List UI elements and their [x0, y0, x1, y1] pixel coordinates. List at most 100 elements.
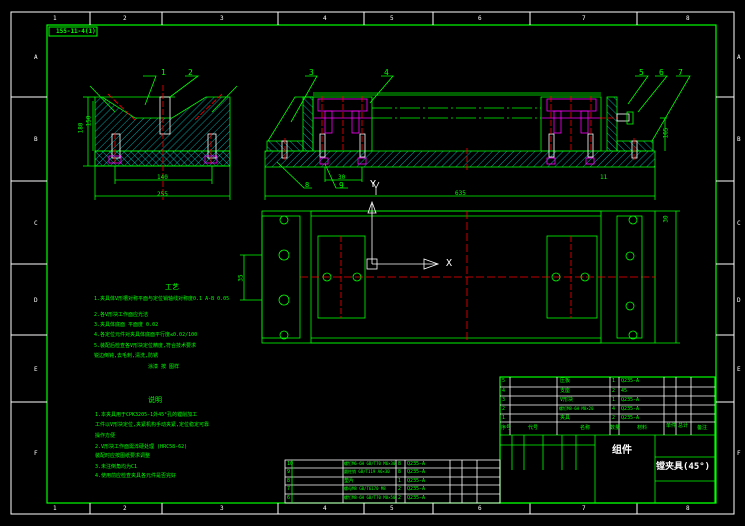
- dim-front-small: 11: [600, 174, 608, 181]
- notes-title: 说明: [148, 396, 162, 404]
- part-qty: 8: [398, 469, 402, 475]
- zone-col-4: 4: [323, 15, 327, 22]
- part-material: Q235-A: [407, 469, 426, 475]
- header-cell: 数量: [610, 425, 621, 431]
- zone-row-f: F: [34, 450, 38, 457]
- part-name: 压板: [560, 378, 571, 384]
- balloon-6: 6: [659, 68, 664, 77]
- balloon-1: 1: [161, 68, 166, 77]
- zone-row-b: B: [34, 136, 38, 143]
- part-material: Q235-A: [621, 415, 640, 421]
- header-cell: 总计: [678, 423, 689, 429]
- balloon-8: 8: [305, 181, 310, 189]
- note-line: 装配时应按图纸要求调整: [95, 453, 151, 459]
- dim-front-pitch: 30: [338, 174, 346, 181]
- part-name: 螺钉M8-6H M8×20: [559, 406, 594, 411]
- part-no: 7: [287, 486, 291, 492]
- x-axis-label: X: [446, 258, 453, 269]
- part-qty: 2: [398, 495, 402, 501]
- part-no: 2: [502, 406, 506, 412]
- part-material: Q235-A: [407, 478, 426, 484]
- balloon-7: 7: [678, 68, 683, 77]
- header-cell: 名称: [580, 425, 591, 431]
- balloon-5: 5: [639, 68, 644, 77]
- tech-line: 5.装配后检查各V形块定位精度,符合技术要求: [94, 343, 197, 349]
- tech-title: 工艺: [165, 283, 179, 291]
- zone-col-4-bottom: 4: [323, 505, 327, 512]
- front-view: [264, 75, 691, 200]
- balloon-3: 3: [309, 68, 314, 77]
- tech-line: 锐边倒钝,去毛刺,清洗,防锈: [94, 353, 159, 359]
- zone-col-1-bottom: 1: [53, 505, 57, 512]
- zone-col-3: 3: [220, 15, 224, 22]
- header-cell: 代号: [528, 425, 539, 431]
- part-no: 3: [502, 397, 506, 403]
- top-view: [240, 200, 680, 344]
- dim-top-height-2: 30: [662, 215, 670, 223]
- zone-col-2-bottom: 2: [123, 505, 127, 512]
- header-cell: 备注: [697, 425, 708, 431]
- part-qty: 2: [612, 415, 616, 421]
- tech-line: 4.各定位元件对夹具体底面平行度≤0.02/100: [94, 332, 198, 338]
- part-material: Q235-A: [407, 461, 426, 467]
- balloon-4: 4: [384, 68, 389, 77]
- part-material: Q235-A: [407, 486, 426, 492]
- zone-row-a: A: [34, 54, 38, 61]
- part-name: 垫片: [344, 478, 355, 484]
- title-block-lines: [284, 376, 716, 504]
- part-name: 螺母M8 GB/T6170 M8: [344, 486, 386, 491]
- zone-col-1: 1: [53, 15, 57, 22]
- part-qty: 1: [612, 397, 616, 403]
- part-no: 4: [502, 388, 506, 394]
- header-cell: 单件: [666, 423, 677, 429]
- part-qty: 2: [612, 388, 616, 394]
- dim-front-height: 165: [662, 127, 670, 139]
- zone-col-5-bottom: 5: [390, 505, 394, 512]
- zone-row-d: D: [34, 297, 38, 304]
- header-cell: 序号: [501, 425, 512, 431]
- note-line: 工件以V形块定位,夹紧机构手动夹紧,定位稳定可靠: [95, 422, 210, 428]
- tech-line: 2.各V形块工作面应光洁: [94, 312, 149, 318]
- header-cell: 材料: [637, 425, 648, 431]
- part-name: 螺钉M8-6H GB/T70 M8×50: [344, 495, 396, 500]
- zone-col-6: 6: [478, 15, 482, 22]
- tech-line: 涂漆 按 图样: [148, 364, 180, 370]
- zone-col-6-bottom: 6: [478, 505, 482, 512]
- part-material: Q235-A: [621, 406, 640, 412]
- zone-col-3-bottom: 3: [220, 505, 224, 512]
- zone-col-7-bottom: 7: [582, 505, 586, 512]
- assembly-label: 组件: [612, 445, 632, 456]
- part-no: 1: [502, 415, 506, 421]
- zone-col-7: 7: [582, 15, 586, 22]
- zone-col-5: 5: [390, 15, 394, 22]
- part-name: V形块: [560, 397, 574, 403]
- part-qty: 8: [398, 461, 402, 467]
- balloon-2: 2: [188, 68, 193, 77]
- zone-row-c-right: C: [737, 220, 741, 227]
- dim-side-width: 255: [157, 191, 168, 198]
- zone-col-8-bottom: 8: [686, 505, 690, 512]
- zone-row-b-right: B: [737, 136, 741, 143]
- zone-row-e: E: [34, 366, 38, 373]
- note-line: 3.未注倒角均为C1: [95, 464, 138, 470]
- y-axis-label: Y: [370, 179, 377, 190]
- part-name: 夹具: [560, 415, 571, 421]
- part-no: 8: [287, 478, 291, 484]
- part-qty: 1: [612, 378, 616, 384]
- part-name: 螺钉M6-6H GB/T70 M6×30: [344, 461, 396, 466]
- part-no: 6: [287, 495, 291, 501]
- side-view: [83, 75, 238, 200]
- note-line: 操作方便: [95, 433, 116, 439]
- part-material: 45: [621, 388, 628, 394]
- part-qty: 1: [398, 478, 402, 484]
- dim-side-h1: 180: [77, 122, 85, 134]
- part-no: 5: [502, 378, 506, 384]
- part-no: 9: [287, 469, 291, 475]
- dim-top-height: 35: [237, 274, 245, 282]
- part-material: Q235-A: [621, 397, 640, 403]
- part-qty: 4: [612, 406, 616, 412]
- zone-row-c: C: [34, 220, 38, 227]
- zone-row-a-right: A: [737, 54, 741, 61]
